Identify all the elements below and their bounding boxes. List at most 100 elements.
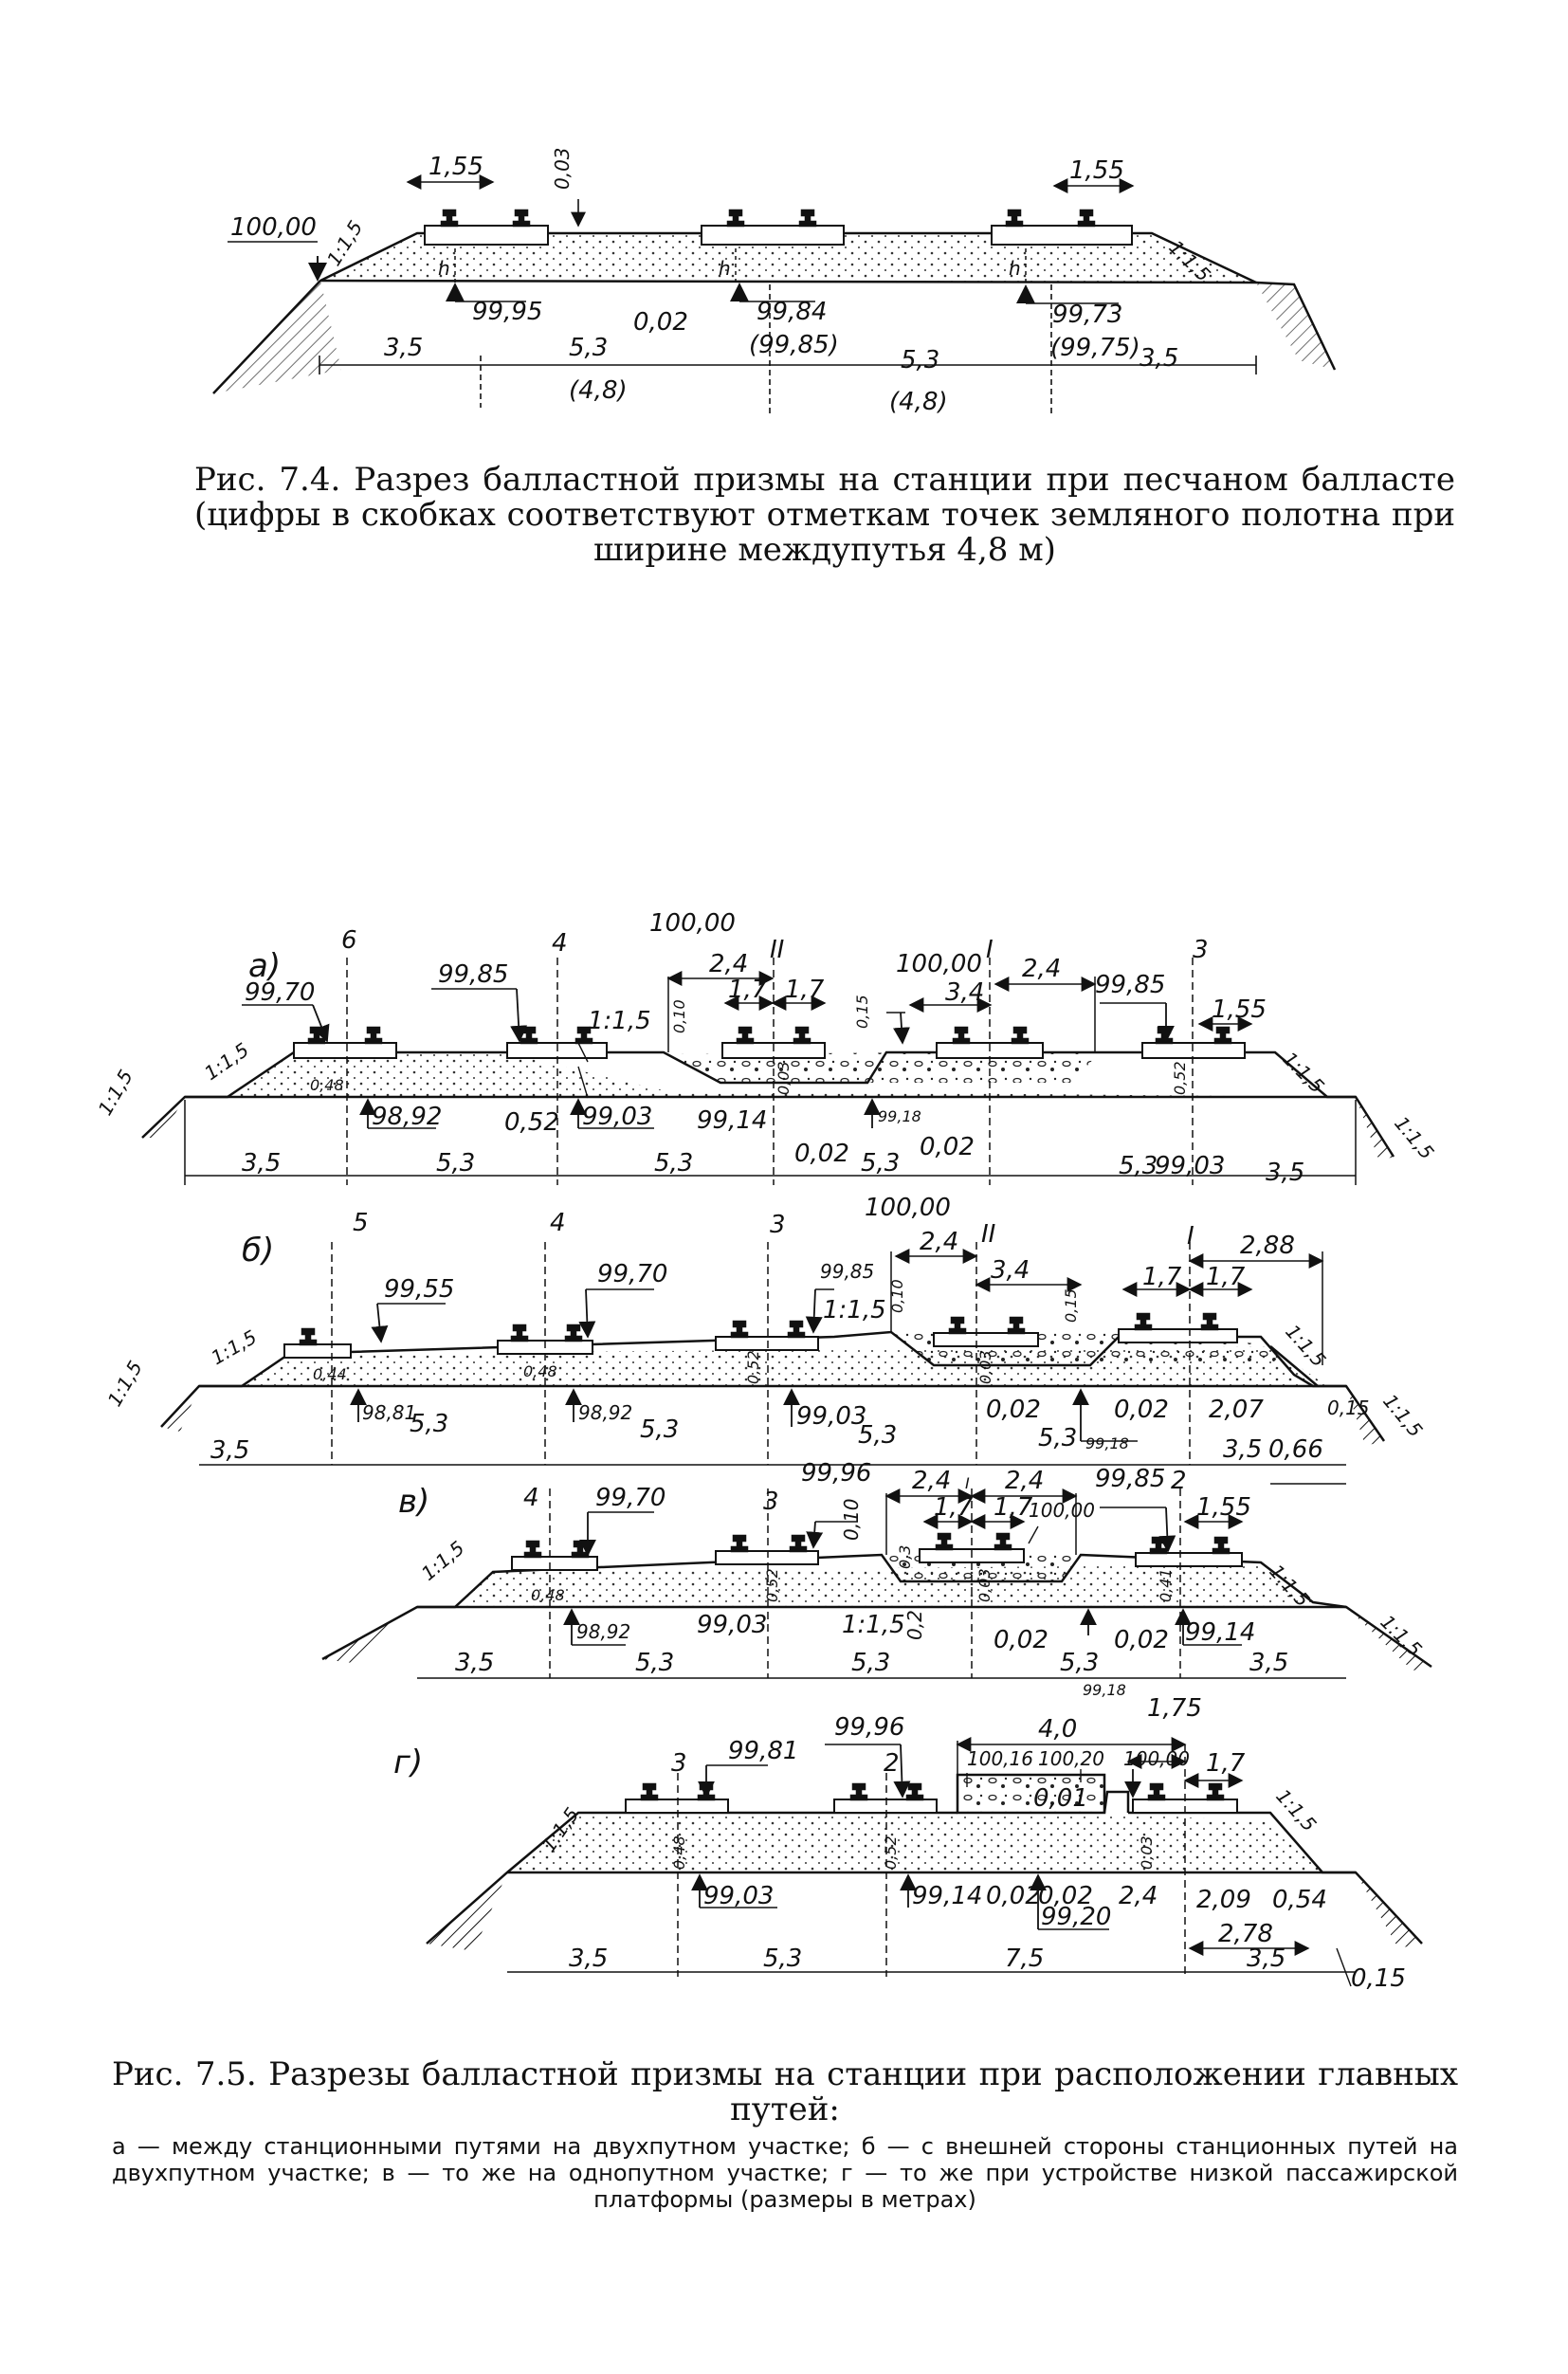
- elev-100-00-I: 100,00: [896, 950, 982, 978]
- dim-1-7-a: 1,7: [1142, 1263, 1182, 1291]
- dim-1-55-left: 1,55: [428, 153, 483, 181]
- dim-1-7: 1,7: [1206, 1749, 1246, 1778]
- dim-5-3-right: 5,3: [901, 346, 939, 374]
- dim-0-02-a: 0,02: [986, 1882, 1041, 1910]
- dim-3-5-right: 3,5: [1247, 1945, 1285, 1973]
- elev-99-95: 99,95: [472, 298, 542, 326]
- figure-7-5a-drawing: [141, 958, 1395, 1185]
- dim-2-4-a: 2,4: [912, 1467, 951, 1495]
- elev-99-85-alt: (99,85): [749, 331, 839, 359]
- dim-3-5-left: 3,5: [210, 1436, 249, 1465]
- dim-1-55-right: 1,55: [1069, 156, 1124, 185]
- dim-0-52: 0,52: [504, 1108, 559, 1137]
- dim-1-7-b: 1,7: [994, 1493, 1033, 1522]
- dim-3-5-left: 3,5: [569, 1945, 608, 1973]
- track-3: 3: [671, 1749, 687, 1778]
- dim-3-5-right: 3,5: [1249, 1649, 1288, 1677]
- elev-99-73: 99,73: [1052, 301, 1122, 329]
- h-label-2: h: [719, 257, 731, 280]
- dim-5-3-a: 5,3: [436, 1149, 475, 1178]
- elev-99-81: 99,81: [728, 1737, 798, 1765]
- figure-7-5a-labels: а) 6 4 II I 3 99,70 99,85 100,00 2,4 1:1…: [94, 909, 1439, 1187]
- dim-3-5-right: 3,5: [1266, 1159, 1304, 1187]
- dim-0-52: 0,52: [744, 1350, 762, 1384]
- slope-mid: 1:1,5: [588, 1007, 651, 1035]
- dim-0-54: 0,54: [1272, 1886, 1327, 1914]
- dim-0-15: 0,15: [1062, 1288, 1080, 1323]
- dim-0-52: 0,52: [763, 1568, 781, 1602]
- elev-100-00-II: 100,00: [649, 909, 736, 938]
- dim-7-5: 7,5: [1005, 1945, 1044, 1973]
- dim-3-5-left: 3,5: [455, 1649, 494, 1677]
- dim-5-3-d: 5,3: [1038, 1424, 1077, 1452]
- elev-99-85: 99,85: [1095, 1465, 1165, 1493]
- dim-3-5-right: 3,5: [1223, 1435, 1262, 1464]
- dim-3-4: 3,4: [945, 978, 984, 1007]
- dim-3-5-left: 3,5: [384, 334, 423, 362]
- dim-0-15-b: 0,15: [1327, 1397, 1370, 1419]
- track-3: 3: [770, 1211, 786, 1239]
- dim-0-03: 0,03: [551, 147, 574, 190]
- elev-99-18: 99,18: [878, 1107, 921, 1125]
- dim-5-3-b: 5,3: [640, 1415, 679, 1444]
- dim-0-03: 0,03: [975, 1568, 994, 1602]
- slope-mid: 1:1,5: [823, 1296, 886, 1324]
- dim-4-0: 4,0: [1038, 1715, 1077, 1744]
- elev-100-00: 100,00: [865, 1194, 951, 1222]
- dim-0-02-b: 0,02: [1114, 1626, 1169, 1654]
- dim-0-02-a: 0,02: [994, 1626, 1048, 1654]
- track-II: II: [981, 1220, 995, 1249]
- dim-5-3-left: 5,3: [569, 334, 608, 362]
- ground-slope-right: 1:1,5: [1378, 1390, 1427, 1442]
- dim-0-52: 0,52: [882, 1835, 900, 1870]
- dim-2-4: 2,4: [1119, 1882, 1158, 1910]
- figure-7-5-caption: Рис. 7.5. Разрезы балластной призмы на с…: [112, 2055, 1458, 2128]
- dim-0-44: 0,44: [313, 1365, 347, 1383]
- dim-0-48: 0,48: [670, 1835, 688, 1870]
- ground-slope-right: 1:1,5: [1390, 1112, 1438, 1164]
- track-3: 3: [763, 1488, 779, 1516]
- elev-99-03: 99,03: [796, 1402, 866, 1431]
- elev-99-96: 99,96: [801, 1459, 871, 1488]
- elev-99-85: 99,85: [820, 1260, 874, 1283]
- track-4: 4: [523, 1484, 539, 1512]
- figure-7-5v-labels: в) 4 3 I 2 99,70 99,96 2,4 2,4 99,85 1,5…: [398, 1459, 1427, 1677]
- elev-99-70: 99,70: [597, 1260, 667, 1288]
- dim-1-7-b: 1,7: [785, 976, 825, 1004]
- dim-0-15: 0,15: [853, 995, 871, 1029]
- dim-2-4: 2,4: [920, 1228, 958, 1256]
- track-2: 2: [884, 1749, 900, 1778]
- track-2: 2: [1171, 1467, 1187, 1495]
- ground-slope-left: 1:1,5: [94, 1066, 137, 1119]
- dim-3-5-right: 3,5: [1140, 344, 1178, 373]
- slope-left: 1:1,5: [417, 1536, 469, 1584]
- elev-99-20: 99,20: [1041, 1903, 1111, 1931]
- dim-5-3-b: 5,3: [851, 1649, 890, 1677]
- dim-0-66: 0,66: [1268, 1435, 1323, 1464]
- dim-2-07: 2,07: [1209, 1396, 1264, 1424]
- elev-99-18: 99,18: [1085, 1434, 1129, 1452]
- slope-mid: 1:1,5: [842, 1611, 905, 1639]
- dim-0-02-a: 0,02: [794, 1140, 849, 1168]
- track-4: 4: [550, 1209, 566, 1237]
- figure-7-4-drawing: [212, 174, 1337, 417]
- dim-0-3: 0,3: [896, 1545, 914, 1569]
- elev-99-84: 99,84: [757, 298, 827, 326]
- tag-g: г): [393, 1744, 423, 1781]
- dim-0-02-b: 0,02: [920, 1133, 975, 1161]
- track-6: 6: [341, 926, 357, 955]
- track-I: I: [1187, 1222, 1194, 1251]
- slope-left: 1:1,5: [200, 1038, 253, 1085]
- elev-99-14: 99,14: [912, 1882, 982, 1910]
- elev-99-96: 99,96: [834, 1713, 904, 1742]
- dim-1-7-a: 1,7: [934, 1493, 974, 1522]
- dim-0-02: 0,02: [633, 308, 688, 337]
- elev-99-70: 99,70: [245, 978, 315, 1007]
- dim-0-02-a: 0,02: [986, 1396, 1041, 1424]
- dim-0-2: 0,2: [903, 1610, 926, 1640]
- dim-3-5-left: 3,5: [242, 1149, 281, 1178]
- elev-98-92: 98,92: [576, 1620, 630, 1643]
- dim-5-3-a: 5,3: [410, 1410, 448, 1438]
- dim-0-03: 0,03: [775, 1061, 793, 1095]
